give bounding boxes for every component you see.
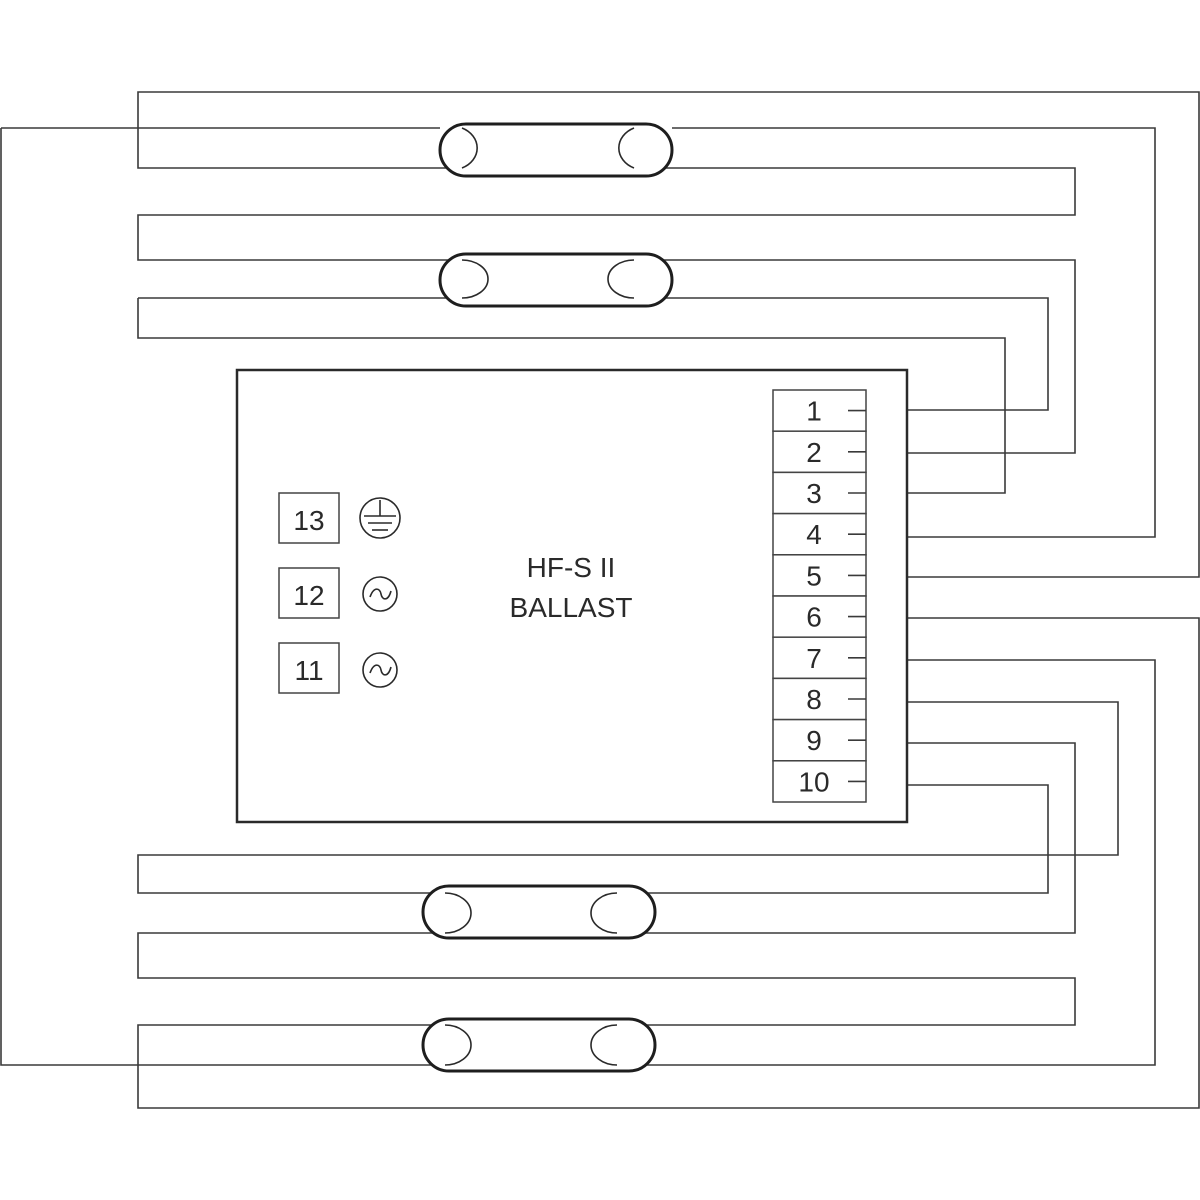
- output-terminal-4: 4: [806, 519, 822, 550]
- wire-terminal-3: [137, 298, 1006, 494]
- lamp-2: [438, 252, 674, 308]
- output-terminal-8: 8: [806, 684, 822, 715]
- lamp-1: [438, 122, 674, 178]
- lamp-pin: [461, 127, 478, 169]
- ballast-model: HF-S II: [527, 552, 616, 583]
- wire-terminal-4: [672, 127, 1156, 538]
- ac-tilde-icon: [362, 652, 398, 688]
- wire-terminal-8: [137, 701, 1119, 894]
- lamp-4: [421, 1017, 657, 1073]
- lamp-3: [421, 884, 657, 940]
- output-terminal-6: 6: [806, 602, 822, 633]
- output-terminal-7: 7: [806, 643, 822, 674]
- wire-lamp1-top: [0, 128, 1156, 1066]
- lamp-pin: [618, 127, 635, 169]
- output-terminal-5: 5: [806, 560, 822, 591]
- input-terminals: 13 12 11: [278, 492, 401, 694]
- ballast-label: BALLAST: [510, 592, 633, 623]
- input-terminal-11: 11: [294, 655, 323, 686]
- output-terminal-9: 9: [806, 725, 822, 756]
- wire-terminal-9: [137, 617, 1200, 1109]
- ac-tilde-icon: [362, 576, 398, 612]
- input-terminal-13: 13: [293, 505, 324, 536]
- output-terminal-3: 3: [806, 478, 822, 509]
- earth-ground-icon: [359, 497, 401, 539]
- input-terminal-12: 12: [293, 580, 324, 611]
- wire-terminal-5: [137, 91, 1200, 578]
- output-terminal-block: 1 2 3 4 5 6 7 8 9 10: [772, 389, 867, 803]
- output-terminal-2: 2: [806, 437, 822, 468]
- output-terminal-1: 1: [806, 396, 822, 427]
- output-terminal-10: 10: [798, 766, 829, 797]
